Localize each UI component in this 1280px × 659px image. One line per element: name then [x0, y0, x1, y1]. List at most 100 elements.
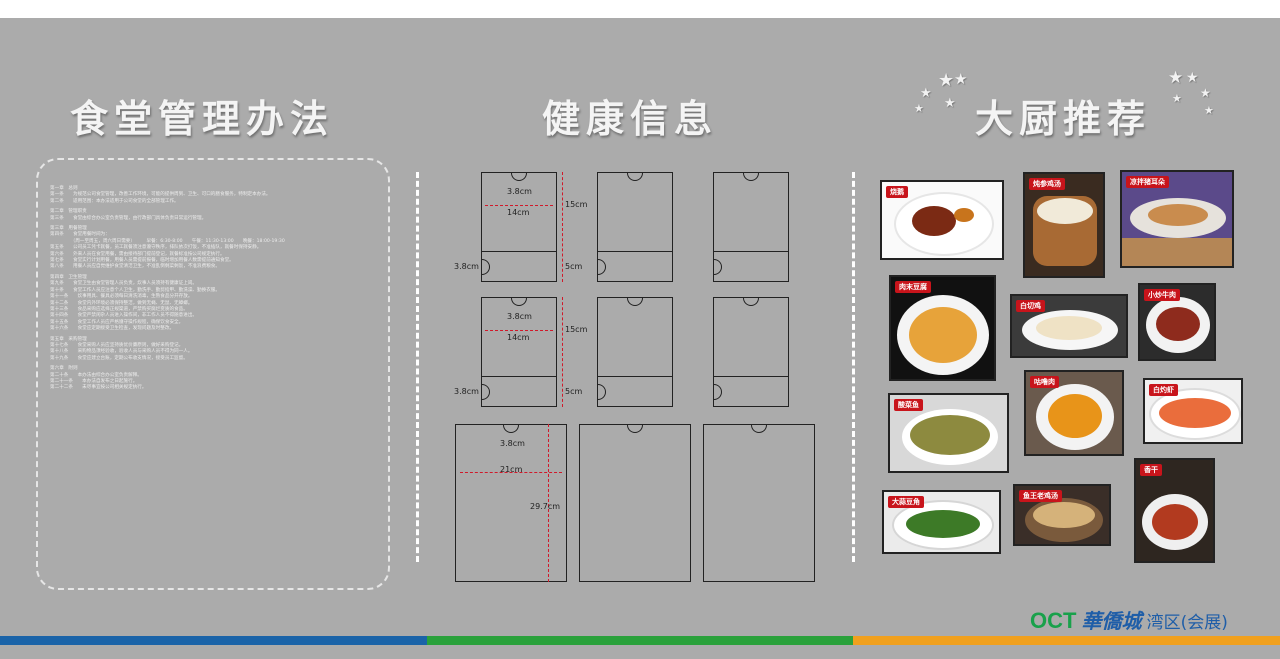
star-icon: ★ — [920, 86, 932, 101]
dim-line — [485, 205, 553, 206]
dish-card: 白切鸡 — [1010, 294, 1128, 358]
rules-article: 第十二条 食堂内外环境必须保持整洁，做到无蝇、无鼠、无蟑螂。 — [50, 300, 193, 306]
star-icon: ★ — [1168, 68, 1184, 88]
poster-frame-a5 — [713, 172, 789, 282]
divider-line — [713, 251, 789, 252]
brand-logo: OCT 華僑城 湾区(会展) — [1030, 605, 1228, 634]
sauce — [954, 208, 974, 222]
rules-article: 第八条 用餐人员应自觉维护食堂清洁卫生，不准乱倒剩菜剩饭，不准浪费粮食。 — [50, 264, 220, 270]
dish-label: 白切鸡 — [1016, 300, 1045, 312]
rules-article: 第三条 食堂由综合办公室负责管理，由行政部门具体负责日常运行管理。 — [50, 215, 207, 221]
rules-article: 第十八条 采购物品须经验收，验收人员与采购人员不得为同一人。 — [50, 349, 193, 355]
dish-card: 凉拌猪耳朵 — [1120, 170, 1234, 268]
separator-left — [416, 172, 419, 562]
rules-article: 第二十一条 本办法自发布之日起施行。 — [50, 378, 138, 384]
dish-label: 小炒牛肉 — [1144, 289, 1180, 301]
food — [1048, 394, 1102, 438]
dim-bottom-height: 5cm — [565, 387, 583, 396]
dish-card: 炖参鸡汤 — [1023, 172, 1105, 278]
rules-article: 第一条 为规范公司食堂管理，改善工作环境，可能的提供周到、卫生、可口的膳食服务，… — [50, 192, 271, 198]
dim-notch: 3.8cm — [500, 439, 525, 448]
rules-article: 第九条 食堂卫生由食堂管理人员负责，炊事人员须持有健康证上岗。 — [50, 281, 198, 287]
dish-label: 咕噜肉 — [1030, 376, 1059, 388]
soup — [1037, 198, 1093, 224]
rules-article: 第十六条 食堂应定期接受卫生检查，发现问题及时整改。 — [50, 326, 175, 332]
rules-title: 食堂管理办法 — [70, 97, 335, 141]
poster-frame-a5 — [597, 172, 673, 282]
dim-line — [562, 172, 563, 282]
dim-bottom-height: 5cm — [565, 262, 583, 271]
poster-frame-a5 — [481, 297, 557, 407]
dish-card: 大蒜豆角 — [882, 490, 1001, 554]
rules-article: 第十九条 食堂应建立台账，定期公布收支情况，接受员工监督。 — [50, 355, 188, 361]
rules-text: 第一章 总则第一条 为规范公司食堂管理，改善工作环境，可能的提供周到、卫生、可口… — [50, 182, 380, 392]
dish-card: 烧鹅 — [880, 180, 1004, 260]
poster-frame-a5 — [597, 297, 673, 407]
rules-article: 第二条 适用范围：本办法适用于公司食堂的全部管理工作。 — [50, 198, 179, 204]
divider-line — [597, 251, 673, 252]
food — [1152, 504, 1198, 540]
food — [912, 206, 956, 236]
dim-line — [460, 472, 562, 473]
divider-line — [481, 251, 557, 252]
dim-notch: 3.8cm — [507, 187, 532, 196]
dish-card: 酸菜鱼 — [888, 393, 1009, 473]
rules-chapter-heading: 第三章 用餐管理 — [50, 226, 87, 232]
food — [1148, 204, 1208, 226]
dim-top-height: 15cm — [565, 200, 588, 209]
poster-frame-a4 — [703, 424, 815, 582]
rules-article: 第十条 食堂工作人员应注意个人卫生，勤洗手、勤剪指甲、勤洗澡、勤换衣服。 — [50, 287, 220, 293]
poster-frame-a4 — [455, 424, 567, 582]
star-icon: ★ — [1200, 86, 1211, 100]
dish-card: 香干 — [1134, 458, 1215, 563]
dish-card: 肉末豆腐 — [889, 275, 996, 381]
stripe-orange — [853, 636, 1280, 645]
dish-label: 白灼虾 — [1149, 384, 1178, 396]
poster-frame-a5 — [713, 297, 789, 407]
star-icon: ★ — [1204, 104, 1214, 117]
rules-chapter-heading: 第六章 附则 — [50, 366, 78, 372]
dish-label: 肉末豆腐 — [895, 281, 931, 293]
dish-label: 烧鹅 — [886, 186, 908, 198]
logo-brand: OCT — [1030, 608, 1077, 633]
soup — [1033, 502, 1095, 528]
dim-line — [548, 424, 549, 582]
rules-chapter-heading: 第五章 采购管理 — [50, 336, 87, 342]
rules-article: 第二十二条 未尽事宜按公司相关规定执行。 — [50, 385, 147, 391]
dish-label: 鱼王老鸡汤 — [1019, 490, 1062, 502]
rules-article: 第五条 公司员工凭卡就餐，员工就餐须注意遵守秩序，排队依次打饭，不准插队，就餐时… — [50, 245, 262, 251]
logo-region: 湾区(会展) — [1146, 613, 1228, 633]
rules-chapter-heading: 第二章 管理职责 — [50, 209, 87, 215]
rules-article: 第十四条 食堂严禁闲杂人员进入操作间，非工作人员不得随意进出。 — [50, 313, 198, 319]
rules-chapter-heading: 第一章 总则 — [50, 186, 78, 191]
star-icon: ★ — [944, 96, 956, 111]
dim-width: 14cm — [507, 208, 530, 217]
dim-line — [562, 297, 563, 407]
dish-label: 酸菜鱼 — [894, 399, 923, 411]
dim-width: 14cm — [507, 333, 530, 342]
dish-label: 炖参鸡汤 — [1029, 178, 1065, 190]
chef-title: 大厨推荐 — [975, 97, 1152, 141]
food — [1036, 316, 1102, 340]
divider-line — [713, 376, 789, 377]
dish-label: 凉拌猪耳朵 — [1126, 176, 1169, 188]
dish-card: 小炒牛肉 — [1138, 283, 1216, 361]
poster-frame-a5 — [481, 172, 557, 282]
food — [910, 415, 990, 455]
rules-article: 第七条 食堂实行计划用餐，用餐人员需提前报餐，临时增加用餐人数需提前通知食堂。 — [50, 258, 234, 264]
star-icon: ★ — [1172, 92, 1182, 105]
stripe-blue — [0, 636, 427, 645]
divider-line — [597, 376, 673, 377]
rules-frame — [36, 158, 390, 590]
rules-article: 第十一条 炊事用具、餐具必须每日清洗消毒，生熟食品分开存放。 — [50, 294, 193, 300]
dim-width: 21cm — [500, 465, 523, 474]
rules-article: 第十七条 食堂采购人员应坚持质优价廉原则，做好采购登记。 — [50, 342, 184, 348]
food — [1159, 398, 1231, 428]
rules-article: 第六条 外来人员在食堂用餐，需由接待部门提前登记，就餐标准按公司规定执行。 — [50, 251, 225, 257]
dish-card: 白灼虾 — [1143, 378, 1243, 444]
dim-line — [485, 330, 553, 331]
dim-notch: 3.8cm — [507, 312, 532, 321]
dim-notch-side: 3.8cm — [454, 387, 479, 396]
food — [1156, 307, 1200, 341]
star-icon: ★ — [954, 70, 968, 88]
